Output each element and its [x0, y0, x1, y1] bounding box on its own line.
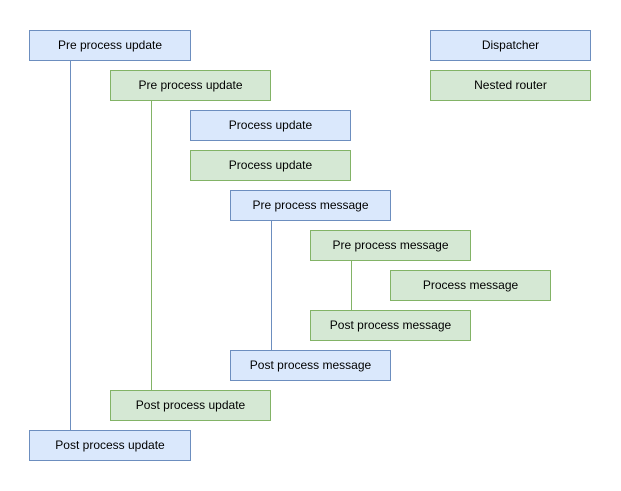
node-n4[interactable]: Process update — [190, 150, 351, 181]
node-n1[interactable]: Pre process update — [29, 30, 191, 61]
connector-n6-to-n8 — [351, 261, 352, 311]
node-label: Post process message — [249, 358, 372, 372]
node-n3[interactable]: Process update — [190, 110, 351, 141]
node-n2[interactable]: Pre process update — [110, 70, 271, 101]
connector-n1-to-n11 — [70, 61, 71, 431]
node-label: Process update — [228, 118, 313, 132]
node-n5[interactable]: Pre process message — [230, 190, 391, 221]
connector-n5-to-n9 — [271, 221, 272, 351]
node-label: Pre process message — [332, 238, 449, 252]
node-n10[interactable]: Post process update — [110, 390, 271, 421]
connector-n2-to-n10 — [151, 101, 152, 391]
node-label: Pre process update — [138, 78, 243, 92]
node-n11[interactable]: Post process update — [29, 430, 191, 461]
legend-item-label: Dispatcher — [481, 38, 540, 52]
node-label: Pre process update — [57, 38, 163, 52]
node-n7[interactable]: Process message — [390, 270, 551, 301]
node-label: Pre process message — [252, 198, 369, 212]
node-label: Post process message — [329, 318, 452, 332]
legend-nested-router[interactable]: Nested router — [430, 70, 591, 101]
node-n6[interactable]: Pre process message — [310, 230, 471, 261]
node-n9[interactable]: Post process message — [230, 350, 391, 381]
node-n8[interactable]: Post process message — [310, 310, 471, 341]
node-label: Process message — [422, 278, 519, 292]
node-label: Post process update — [135, 398, 246, 412]
node-label: Process update — [228, 158, 313, 172]
node-label: Post process update — [55, 438, 165, 452]
legend-item-label: Nested router — [474, 78, 547, 92]
legend-dispatcher[interactable]: Dispatcher — [430, 30, 591, 61]
